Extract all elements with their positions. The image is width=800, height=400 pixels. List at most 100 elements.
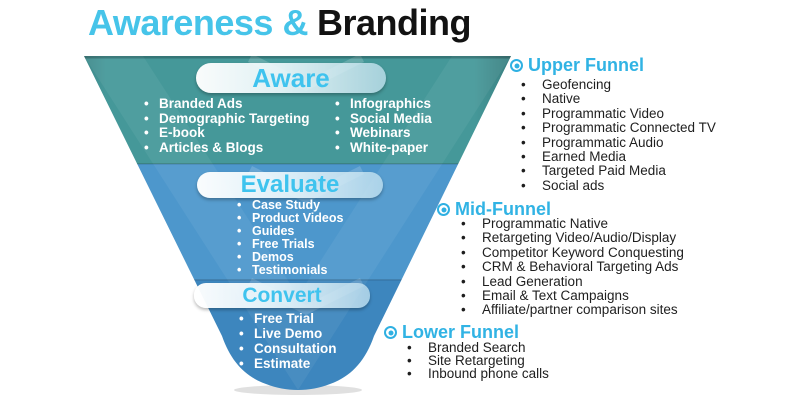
list-item: •Inbound phone calls — [405, 366, 549, 381]
dot-bullet-icon: • — [237, 249, 242, 264]
list-item-label: Affiliate/partner comparison sites — [482, 302, 678, 318]
dot-bullet-icon: • — [461, 288, 466, 304]
list-item: •Consultation — [239, 341, 337, 356]
list-item: • E-book — [144, 126, 310, 141]
dot-bullet-icon: • — [407, 340, 412, 355]
list-item-label: Free Trials — [252, 236, 315, 251]
stage-pill-convert: Convert — [194, 283, 370, 308]
list-item-label: Programmatic Audio — [542, 134, 664, 150]
bullseye-icon — [437, 203, 450, 216]
funnel-chevron-watermark — [84, 56, 511, 390]
list-item: • Affiliate/partner comparison sites — [459, 302, 684, 318]
list-item: • Programmatic Audio — [519, 134, 716, 150]
dot-bullet-icon: • — [521, 77, 526, 92]
dot-bullet-icon: • — [144, 96, 149, 111]
list-item: • Earned Media — [519, 149, 716, 165]
list-item: •Product Videos — [237, 212, 343, 225]
list-item-label: Guides — [252, 223, 295, 238]
list-item: •Articles & Blogs — [144, 139, 310, 156]
list-item-label: Demos — [252, 249, 294, 264]
list-item-label: Articles & Blogs — [159, 139, 264, 155]
dot-bullet-icon: • — [521, 134, 526, 150]
dot-bullet-icon: • — [335, 96, 340, 111]
list-item-label: Webinars — [350, 125, 411, 141]
dot-bullet-icon: • — [521, 91, 526, 107]
list-item-label: Branded Search — [428, 340, 526, 355]
list-item: •Social Media — [335, 110, 432, 127]
list-item-label: Programmatic Connected TV — [542, 120, 716, 136]
list-item: • Demos — [237, 249, 343, 264]
list-item: • Email & Text Campaigns — [459, 288, 684, 304]
mid-funnel-items: •Programmatic Native•Retargeting Video/A… — [459, 216, 684, 318]
list-item: •Live Demo — [239, 326, 337, 341]
list-item-label: Competitor Keyword Conquesting — [482, 244, 684, 260]
list-item: •Programmatic Native — [459, 216, 684, 231]
band-divider-2 — [84, 279, 511, 281]
funnel-top-edge — [84, 56, 511, 59]
list-item: •CRM & Behavioral Targeting Ads — [459, 259, 684, 275]
upper-funnel-items: •Geofencing•Native•Programmatic Video•Pr… — [519, 77, 716, 193]
list-item-label: Demographic Targeting — [159, 110, 310, 126]
stage-pill-aware: Aware — [196, 63, 386, 93]
list-item-label: Lead Generation — [482, 273, 583, 289]
dot-bullet-icon: • — [335, 110, 340, 126]
list-item: •Estimate — [239, 356, 337, 371]
list-item: •Free Trial — [239, 311, 337, 326]
list-item-label: Programmatic Video — [542, 105, 665, 121]
page-title: Awareness &Branding — [88, 2, 471, 44]
list-item-label: Earned Media — [542, 149, 627, 165]
dot-bullet-icon: • — [521, 105, 526, 121]
list-item-label: CRM & Behavioral Targeting Ads — [482, 259, 679, 275]
list-item: •Infographics — [335, 96, 432, 112]
list-item-label: Site Retargeting — [428, 353, 525, 368]
list-item-label: Testimonials — [252, 262, 328, 277]
list-item: • Programmatic Connected TV — [519, 120, 716, 136]
list-item-label: Native — [542, 91, 581, 107]
list-item-label: Retargeting Video/Audio/Display — [482, 230, 677, 246]
list-item-label: White-paper — [350, 139, 429, 155]
dot-bullet-icon: • — [407, 366, 412, 381]
dot-bullet-icon: • — [521, 120, 526, 136]
dot-bullet-icon: • — [461, 302, 466, 318]
dot-bullet-icon: • — [239, 326, 244, 341]
dot-bullet-icon: • — [461, 244, 466, 260]
list-item-label: Targeted Paid Media — [542, 163, 666, 179]
list-item-label: E-book — [159, 125, 205, 141]
section-title-lower: Lower Funnel — [402, 322, 519, 342]
section-header-upper-funnel: Upper Funnel — [510, 55, 644, 75]
list-item-label: Estimate — [254, 356, 311, 371]
dot-bullet-icon: • — [335, 139, 340, 155]
list-item: • Lead Generation — [459, 273, 684, 289]
list-item: •Guides — [237, 223, 343, 238]
dot-bullet-icon: • — [461, 273, 466, 289]
dot-bullet-icon: • — [237, 210, 242, 225]
title-highlight: Awareness & — [88, 2, 308, 43]
lower-funnel-items: •Branded Search•Site Retargeting•Inbound… — [405, 340, 549, 381]
bullseye-icon — [384, 326, 397, 339]
bullseye-icon — [510, 59, 523, 72]
aware-items-right: •Infographics•Social Media•Webinars•Whit… — [335, 96, 432, 155]
dot-bullet-icon: • — [239, 311, 244, 326]
list-item: •Site Retargeting — [405, 353, 549, 368]
list-item: •Targeted Paid Media — [519, 163, 716, 179]
list-item: • Testimonials — [237, 262, 343, 277]
aware-items-left: •Branded Ads•Demographic Targeting•E-boo… — [144, 96, 310, 156]
list-item: •Branded Ads — [144, 96, 310, 112]
dot-bullet-icon: • — [237, 262, 242, 277]
dot-bullet-icon: • — [521, 149, 526, 165]
list-item: •Retargeting Video/Audio/Display — [459, 230, 684, 246]
list-item: • Branded Search — [405, 340, 549, 355]
list-item: • Native — [519, 91, 716, 107]
dot-bullet-icon: • — [144, 125, 149, 141]
list-item: •Geofencing — [519, 77, 716, 92]
dot-bullet-icon: • — [237, 198, 242, 212]
list-item: • Competitor Keyword Conquesting — [459, 244, 684, 260]
list-item: •Social ads — [519, 178, 716, 193]
dot-bullet-icon: • — [237, 236, 242, 251]
section-title-upper: Upper Funnel — [528, 55, 644, 75]
stage-pill-evaluate: Evaluate — [197, 172, 383, 198]
list-item: •Demographic Targeting — [144, 110, 310, 127]
dot-bullet-icon: • — [335, 125, 340, 141]
list-item-label: Email & Text Campaigns — [482, 288, 629, 304]
